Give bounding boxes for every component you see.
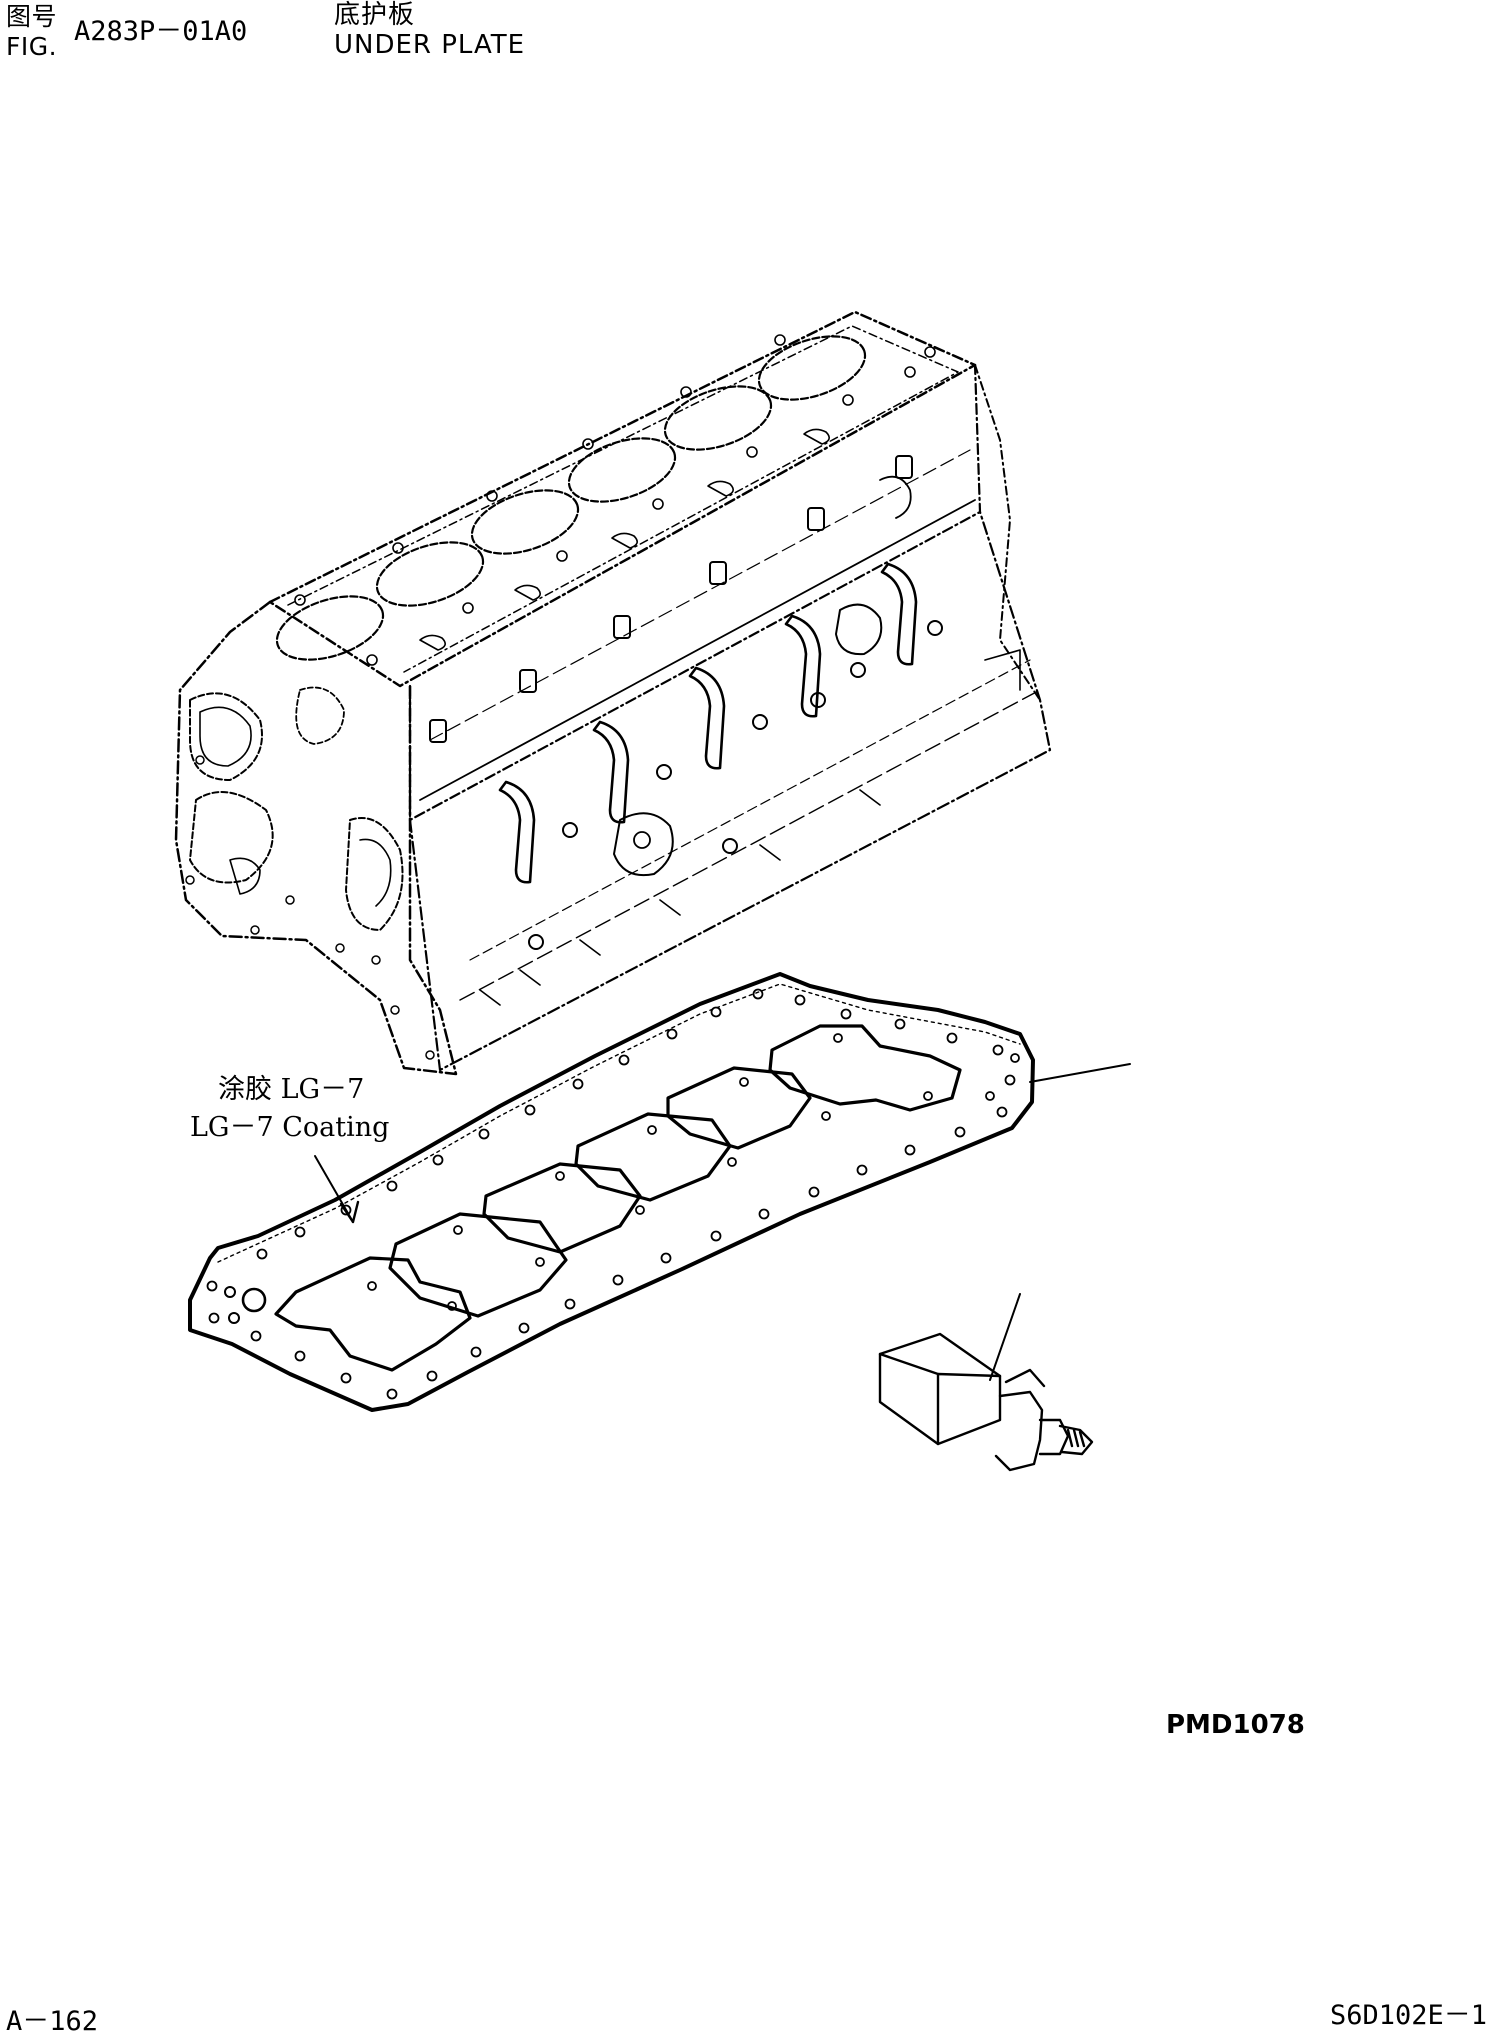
cap-bolts (429, 455, 943, 950)
under-plate-bolt-holes (206, 988, 1020, 1400)
figure-label-cn: 图号 (6, 2, 58, 31)
bore-4 (567, 437, 677, 503)
bore-6 (757, 335, 867, 401)
bore-3 (470, 489, 580, 555)
title-en: UNDER PLATE (334, 30, 526, 60)
under-plate-outline (188, 972, 1035, 1412)
page-number: A－162 (6, 2006, 99, 2037)
block-lower-skirt (408, 510, 1052, 1072)
leader-bolt (989, 1293, 1021, 1381)
bore-5 (663, 385, 773, 451)
bore-1 (275, 595, 385, 661)
mounting-bolt (878, 1332, 1094, 1472)
under-plate (188, 972, 1035, 1412)
block-front-face (174, 600, 458, 1076)
deck-holes (294, 334, 936, 666)
main-bearing-caps (498, 562, 918, 884)
drawing-code: PMD1078 (1166, 1710, 1305, 1740)
block-deck-inner (287, 325, 959, 673)
under-plate-openings (274, 1024, 962, 1372)
figure-number: A283P－01A0 (74, 16, 248, 47)
coating-note-cn: 涂胶 LG－7 (218, 1074, 365, 1105)
cylinder-bores (275, 335, 867, 661)
block-side-face (408, 363, 982, 822)
locating-hole (241, 1287, 267, 1313)
model-code: S6D102E－1 (1330, 2000, 1488, 2031)
leader-under-plate (1029, 1063, 1131, 1083)
leader-lines (314, 1063, 1131, 1381)
figure-label-en: FIG. (6, 32, 58, 61)
bore-2 (375, 541, 485, 607)
title-cn: 底护板 (334, 0, 416, 30)
cylinder-block (174, 310, 1052, 1076)
coating-note-en: LG－7 Coating (190, 1112, 390, 1143)
